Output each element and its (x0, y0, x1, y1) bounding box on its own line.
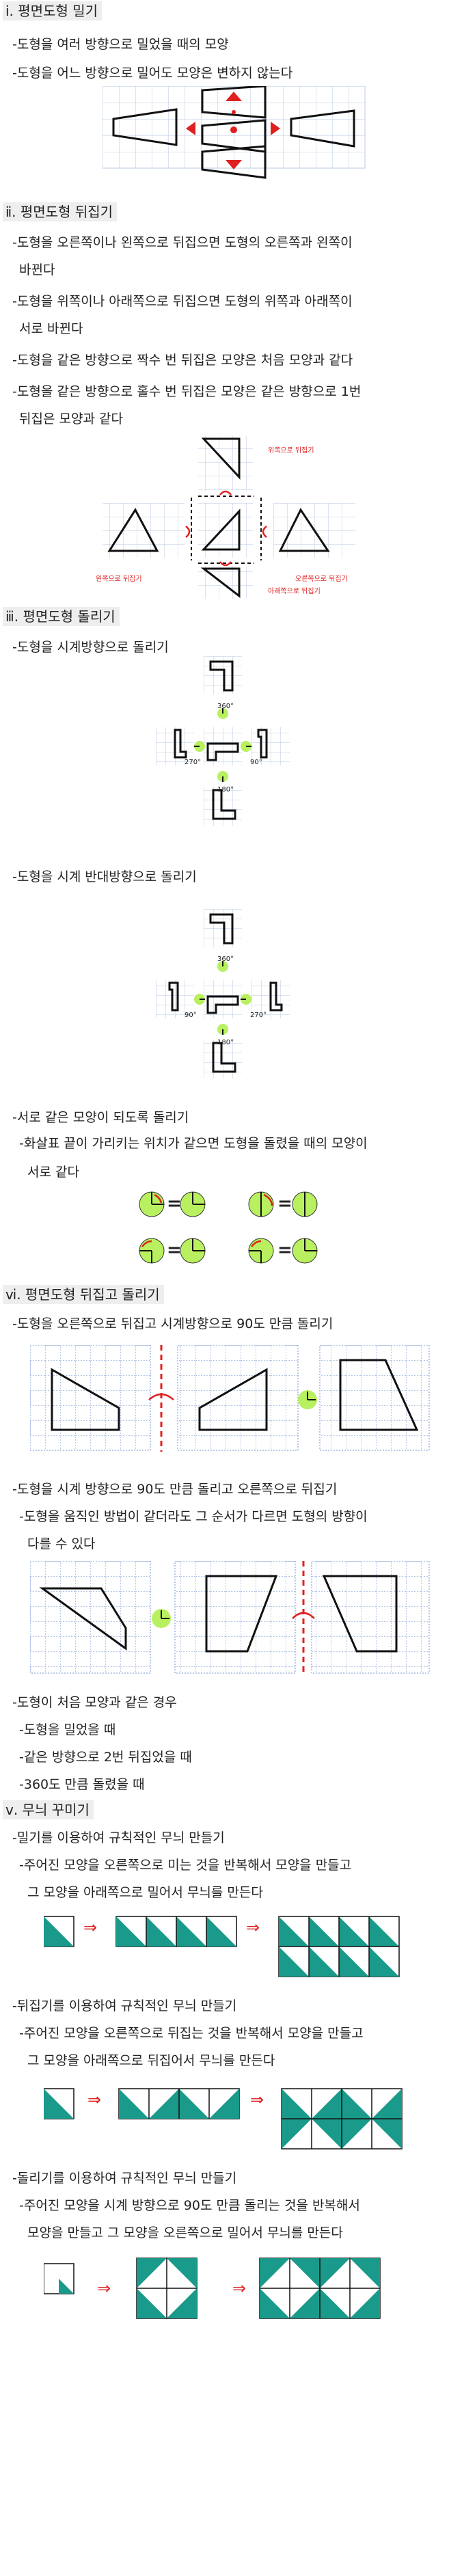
s2-b1b: 바뀐다 (19, 262, 55, 277)
rot-pair-2 (248, 1191, 318, 1217)
rot-arrow-1: ⇒ (97, 2279, 111, 2298)
s4-same-title: -도형이 처음 모양과 같은 경우 (12, 1695, 177, 1710)
s4-order-a: -도형을 움직인 방법이 같더라도 그 순서가 다르면 도형의 방향이 (19, 1509, 368, 1524)
flip-diagram (103, 436, 355, 599)
ccw-angle-360: 360° (217, 955, 234, 963)
flip-tile (44, 2088, 74, 2119)
s5-push-b: 그 모양을 아래쪽으로 밀어서 무늬를 만든다 (27, 1885, 263, 1900)
s2-b2a: -도형을 위쪽이나 아래쪽으로 뒤집으면 도형의 위쪽과 아래쪽이 (12, 294, 353, 309)
flip-up-arrow-icon (219, 490, 232, 496)
rot-pair-1 (139, 1191, 206, 1217)
arrow-up-icon (226, 92, 242, 101)
label-flip-left: 왼쪽으로 뒤집기 (96, 575, 142, 583)
rot-arrow-2: ⇒ (232, 2279, 247, 2298)
section-1-title: ⅰ. 평면도형 밀기 (3, 1, 103, 21)
flip-rotate-diagram (30, 1345, 430, 1452)
push-tile (44, 1916, 74, 1947)
label-flip-right: 오른쪽으로 뒤집기 (295, 575, 348, 583)
cw-angle-360: 360° (217, 703, 234, 710)
s4-order-b: 다를 수 있다 (27, 1536, 96, 1551)
s5-flip-a: -주어진 모양을 오른쪽으로 뒤집는 것을 반복해서 모양을 만들고 (19, 2026, 364, 2041)
s5-rot-b: 모양을 만들고 그 모양을 오른쪽으로 밀어서 무늬를 만든다 (27, 2225, 343, 2240)
rotate-flip-diagram (30, 1561, 430, 1675)
rot-pair-4 (248, 1238, 318, 1264)
flip-arrow-2: ⇒ (250, 2090, 264, 2109)
s5-flip-b: 그 모양을 아래쪽으로 뒤집어서 무늬를 만든다 (27, 2053, 275, 2068)
ccw-angle-270: 270° (250, 1012, 267, 1019)
s2-b4b: 뒤집은 모양과 같다 (19, 411, 123, 426)
flip-left-arrow-icon (185, 526, 191, 538)
push-arrow-1: ⇒ (83, 1918, 98, 1937)
s4-flip-rot: -도형을 오른쪽으로 뒤집고 시계방향으로 90도 만큼 돌리기 (12, 1316, 334, 1331)
s4-case-3: -360도 만큼 돌렸을 때 (19, 1777, 145, 1792)
rotate-cw-diagram (156, 656, 290, 826)
s4-rot-flip: -도형을 시계 방향으로 90도 만큼 돌리고 오른쪽으로 뒤집기 (12, 1482, 338, 1497)
same-rotation-diagram (139, 1191, 318, 1264)
flip-pattern (281, 2088, 403, 2150)
s2-b3: -도형을 같은 방향으로 짝수 번 뒤집은 모양은 처음 모양과 같다 (12, 353, 353, 368)
s5-push-title: -밀기를 이용하여 규칙적인 무늬 만들기 (12, 1830, 225, 1845)
rot-pair-3 (139, 1238, 206, 1264)
s3-ccw: -도형을 시계 반대방향으로 돌리기 (12, 869, 197, 884)
s2-b4a: -도형을 같은 방향으로 홀수 번 뒤집은 모양은 같은 방향으로 1번 (12, 384, 362, 399)
flip-pattern-diagram (44, 2088, 403, 2150)
ccw-angle-180: 180° (217, 1039, 234, 1046)
s3-arrow-a: -화살표 끝이 가리키는 위치가 같으면 도형을 돌렸을 때의 모양이 (19, 1136, 368, 1151)
flip-arrow-1: ⇒ (87, 2090, 102, 2109)
cw-angle-270: 270° (185, 759, 202, 766)
s5-rot-title: -돌리기를 이용하여 규칙적인 무늬 만들기 (12, 2171, 237, 2186)
arrow-down-icon (226, 160, 242, 170)
rot-pattern (259, 2258, 381, 2319)
equals-2: = (277, 1193, 292, 1214)
arrow-left-icon (186, 122, 195, 135)
s4-case-1: -도형을 밀었을 때 (19, 1722, 116, 1737)
s3-cw: -도형을 시계방향으로 돌리기 (12, 640, 169, 655)
section-5-title: ⅴ. 무늬 꾸미기 (3, 1800, 94, 1819)
push-pattern-diagram (44, 1916, 400, 1977)
arrow-right-icon (271, 122, 280, 135)
cw-angle-90: 90° (250, 759, 262, 766)
flip-arrow-icon (148, 1393, 174, 1400)
rot-tile (44, 2263, 74, 2294)
s3-same: -서로 같은 모양이 되도록 돌리기 (12, 1110, 189, 1125)
rot-block (136, 2258, 198, 2319)
ccw-angle-90: 90° (185, 1012, 197, 1019)
s3-arrow-b: 서로 같다 (27, 1165, 79, 1180)
label-flip-up: 위쪽으로 뒤집기 (268, 447, 314, 455)
flip-down-arrow-icon (219, 561, 232, 567)
s2-b1a: -도형을 오른쪽이나 왼쪽으로 뒤집으면 도형의 오른쪽과 왼쪽이 (12, 235, 353, 250)
push-diagram (103, 86, 366, 179)
s5-flip-title: -뒤집기를 이용하여 규칙적인 무늬 만들기 (12, 1998, 237, 2014)
push-row (115, 1916, 237, 1947)
section-3-title: ⅲ. 평면도형 돌리기 (3, 607, 120, 626)
section-2-title: ⅱ. 평면도형 뒤집기 (3, 202, 118, 221)
s1-line-2: -도형을 어느 방향으로 밀어도 모양은 변하지 않는다 (12, 66, 293, 81)
equals-1: = (167, 1193, 182, 1214)
rotate-ccw-diagram (156, 909, 290, 1079)
flip-right-arrow-icon (262, 526, 267, 538)
s5-push-a: -주어진 모양을 오른쪽으로 미는 것을 반복해서 모양을 만들고 (19, 1858, 352, 1873)
flip-row (118, 2088, 240, 2119)
equals-3: = (167, 1240, 182, 1260)
section-4-title: ⅵ. 평면도형 뒤집고 돌리기 (3, 1285, 164, 1304)
s5-rot-a: -주어진 모양을 시계 방향으로 90도 만큼 돌리는 것을 반복해서 (19, 2198, 360, 2213)
s1-line-1: -도형을 여러 방향으로 밀었을 때의 모양 (12, 37, 229, 52)
rotate-pattern-diagram (44, 2258, 381, 2319)
label-flip-down: 아래쪽으로 뒤집기 (268, 588, 321, 595)
s2-b2b: 서로 바뀐다 (19, 321, 83, 336)
s4-case-2: -같은 방향으로 2번 뒤집었을 때 (19, 1750, 192, 1765)
push-arrow-2: ⇒ (246, 1918, 260, 1937)
cw-angle-180: 180° (217, 786, 234, 794)
push-pattern (278, 1916, 400, 1977)
equals-4: = (277, 1240, 292, 1260)
flip-arrow-icon-2 (292, 1612, 315, 1619)
